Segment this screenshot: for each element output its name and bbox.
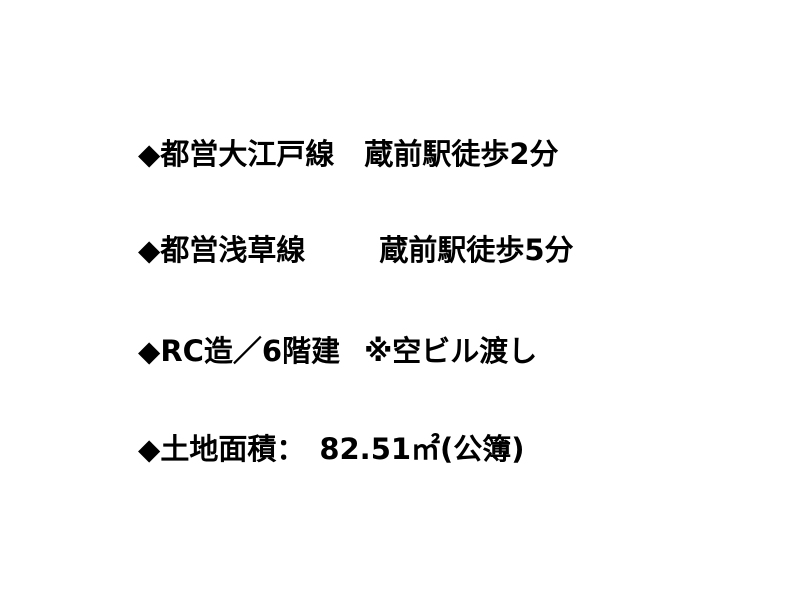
line-value: 蔵前駅徒歩2分: [364, 137, 559, 171]
line-label: 土地面積：: [160, 432, 306, 466]
access-line-asakusa: ◆都営浅草線 蔵前駅徒歩5分: [138, 232, 574, 268]
diamond-bullet-icon: ◆: [138, 334, 161, 368]
diamond-bullet-icon: ◆: [138, 233, 161, 267]
line-label: RC造／6階建: [160, 334, 341, 368]
access-line-oedo: ◆都営大江戸線蔵前駅徒歩2分: [138, 136, 559, 172]
diamond-bullet-icon: ◆: [138, 432, 161, 466]
line-value: ※空ビル渡し: [364, 334, 538, 368]
line-label: 都営大江戸線: [160, 137, 335, 171]
line-value: 82.51㎡(公簿): [319, 432, 525, 466]
line-label: 都営浅草線: [160, 233, 306, 267]
line-value: 蔵前駅徒歩5分: [379, 233, 574, 267]
diamond-bullet-icon: ◆: [138, 137, 161, 171]
structure-line: ◆RC造／6階建 ※空ビル渡し: [138, 333, 537, 369]
land-area-line: ◆土地面積： 82.51㎡(公簿): [138, 431, 525, 467]
